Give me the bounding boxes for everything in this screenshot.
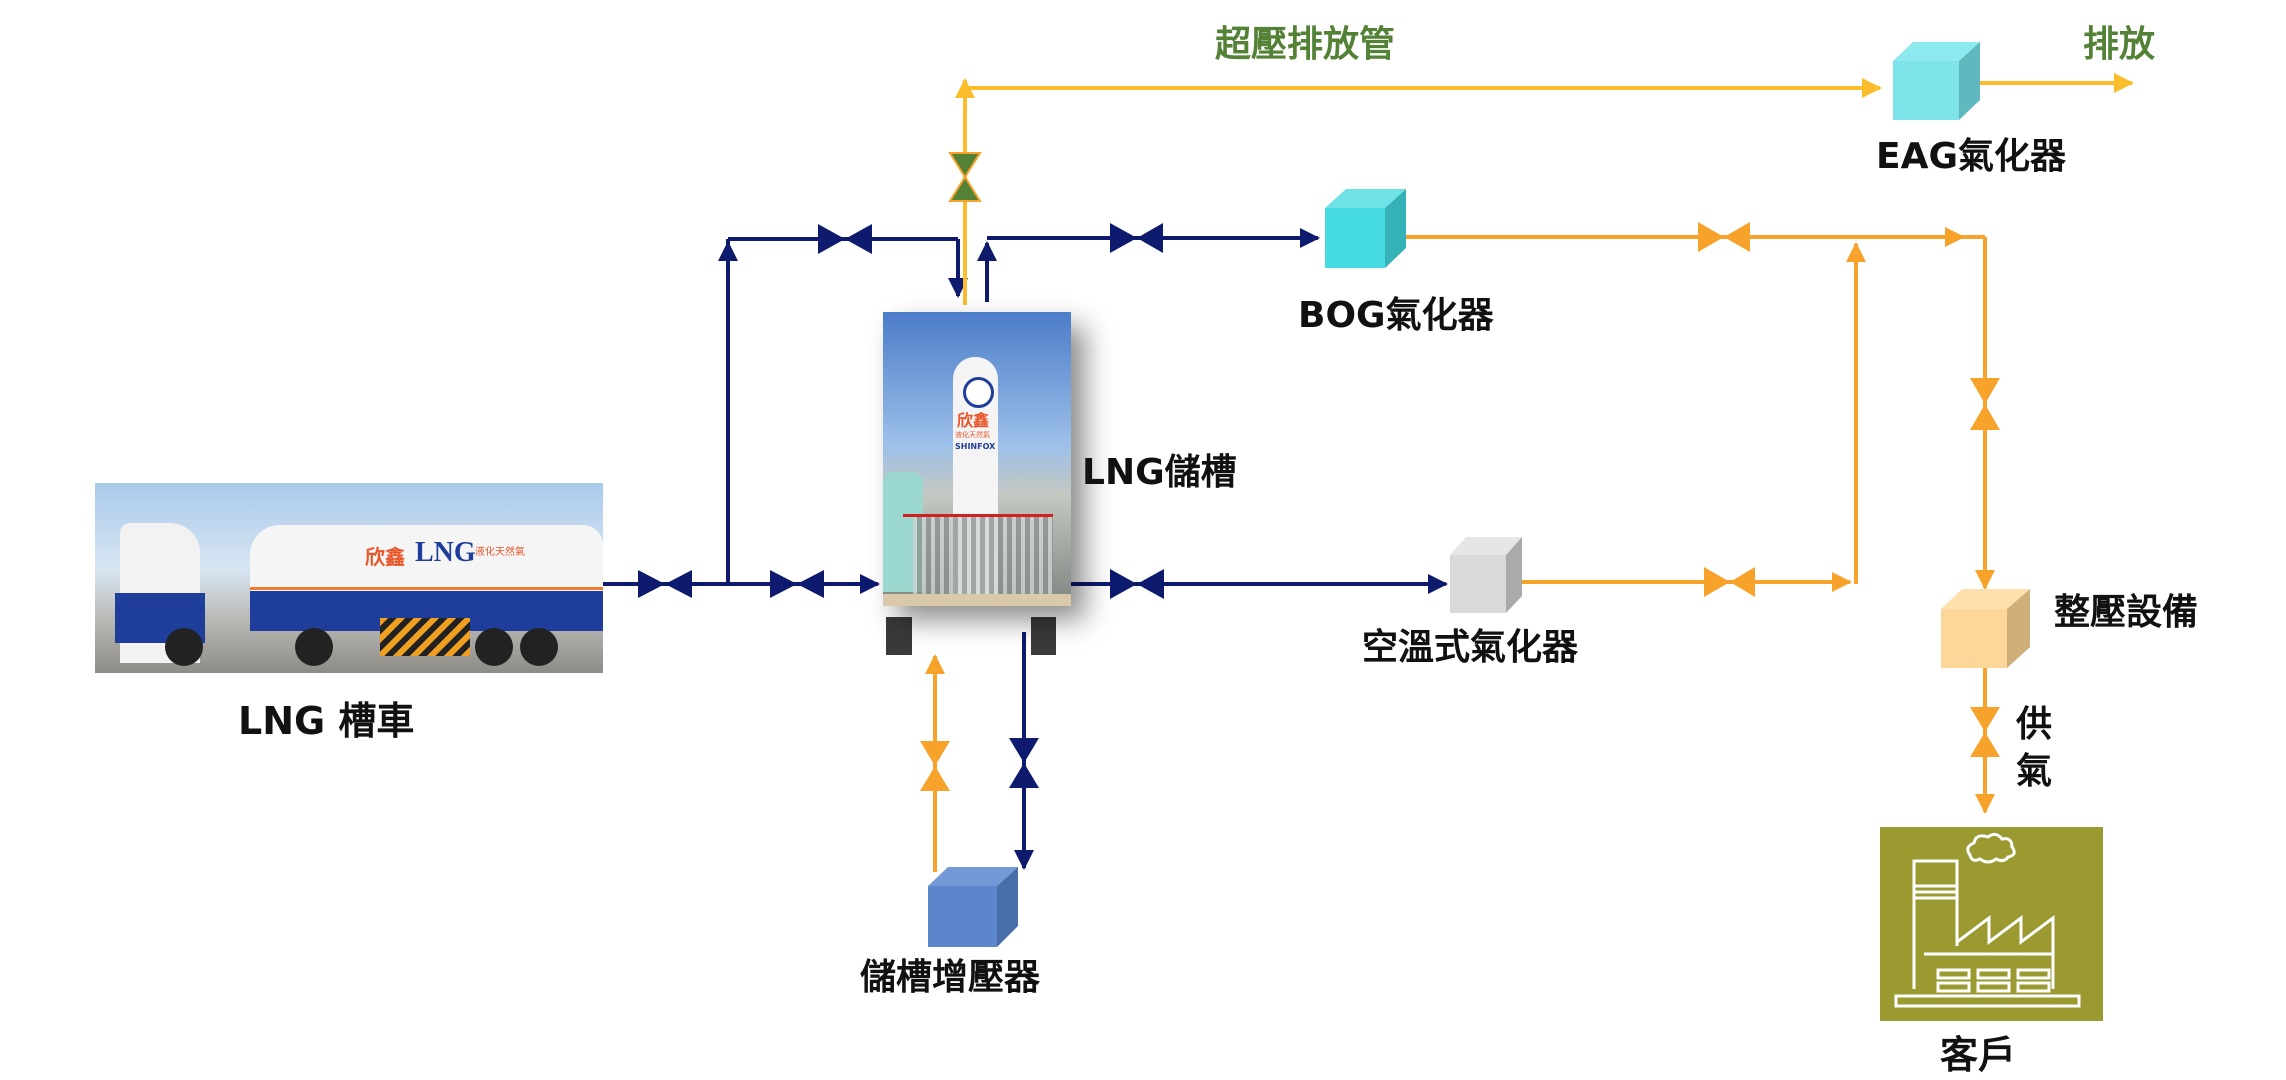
- liquid-valves: [638, 223, 1164, 788]
- label-booster: 儲槽增壓器: [860, 957, 1041, 998]
- truck-brand-text: 欣鑫: [365, 545, 405, 569]
- valve-top-fill[interactable]: [818, 224, 872, 254]
- eag-vaporizer-cube[interactable]: [1893, 42, 1980, 120]
- label-regulator: 整壓設備: [2054, 592, 2199, 633]
- valve-tank-inlet[interactable]: [770, 570, 824, 598]
- tank-brand-text: 欣鑫: [957, 411, 990, 430]
- label-customer: 客戶: [1940, 1033, 2017, 1077]
- lng-tank-photo: 欣鑫 液化天然氣 SHINFOX: [883, 312, 1071, 606]
- label-tank: LNG儲槽: [1082, 452, 1237, 493]
- booster-cube[interactable]: [928, 867, 1018, 947]
- customer-factory-icon[interactable]: [1880, 827, 2103, 1021]
- valve-bog-outlet[interactable]: [1698, 222, 1750, 252]
- label-ambient-vaporizer: 空溫式氣化器: [1362, 627, 1579, 668]
- bog-vaporizer-cube[interactable]: [1325, 189, 1406, 268]
- valve-supply[interactable]: [1970, 707, 2000, 757]
- valve-truck-outlet[interactable]: [638, 570, 692, 598]
- valve-safety-relief[interactable]: [948, 152, 982, 202]
- valve-bog-feed[interactable]: [1110, 223, 1163, 253]
- regulator-cube[interactable]: [1941, 589, 2030, 668]
- label-supply-2: 氣: [2016, 751, 2053, 792]
- ambient-vaporizer-cube[interactable]: [1450, 537, 1522, 613]
- label-overpressure-vent: 超壓排放管: [1215, 24, 1396, 65]
- valve-booster-feed[interactable]: [1009, 738, 1039, 788]
- tank-logo-text: SHINFOX: [955, 442, 996, 451]
- label-truck: LNG 槽車: [238, 699, 415, 743]
- tank-leg-right: [1031, 617, 1056, 655]
- tank-leg-left: [886, 617, 912, 655]
- tank-sub-text: 液化天然氣: [955, 431, 990, 439]
- truck-sub-text: 液化天然氣: [475, 547, 525, 558]
- label-supply-1: 供: [2016, 704, 2053, 745]
- lng-truck-photo: 欣鑫 LNG 液化天然氣: [95, 483, 603, 673]
- label-eag-vaporizer: EAG氣化器: [1876, 136, 2067, 177]
- valve-ambient-outlet[interactable]: [1704, 567, 1755, 597]
- valve-ambient-feed[interactable]: [1110, 569, 1164, 599]
- truck-product-text: LNG: [415, 537, 476, 568]
- valve-booster-return[interactable]: [920, 741, 950, 791]
- label-discharge: 排放: [2083, 24, 2156, 65]
- gas-valves: [920, 222, 2000, 791]
- valve-regulator-inlet[interactable]: [1970, 378, 2000, 430]
- label-bog-vaporizer: BOG氣化器: [1298, 295, 1494, 336]
